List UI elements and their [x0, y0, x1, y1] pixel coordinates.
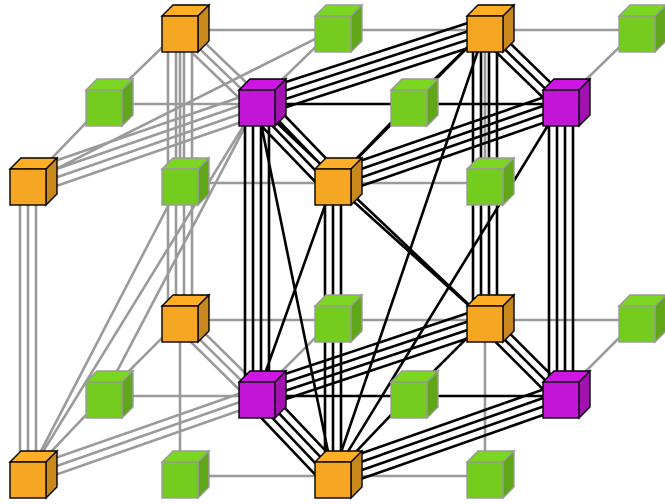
- orange-cube-node-front: [466, 305, 504, 343]
- gray-edge: [28, 106, 259, 189]
- green-cube-node-front: [466, 461, 504, 499]
- node-layer: [8, 3, 665, 500]
- orange-cube-node: [465, 3, 516, 54]
- black-edge: [257, 32, 487, 110]
- black-edge: [331, 390, 561, 474]
- green-cube-node-front: [314, 305, 352, 343]
- green-cube-node-front: [161, 168, 199, 206]
- green-cube-node: [84, 369, 135, 420]
- orange-cube-node: [313, 156, 364, 207]
- green-cube-node-front: [618, 15, 656, 53]
- orange-cube-node-front: [466, 15, 504, 53]
- gray-edge: [26, 182, 182, 477]
- orange-cube-node-front: [9, 461, 47, 499]
- purple-cube-node-front: [238, 89, 276, 127]
- orange-cube-node: [8, 449, 59, 500]
- orange-cube-node: [160, 3, 211, 54]
- green-cube-node: [84, 77, 135, 128]
- black-edge: [256, 103, 486, 321]
- green-cube-node: [465, 449, 516, 500]
- gray-edge: [30, 402, 261, 485]
- green-cube-node-front: [85, 381, 123, 419]
- black-edge: [255, 24, 485, 102]
- orange-cube-node-front: [314, 461, 352, 499]
- green-cube-node: [617, 294, 665, 344]
- green-cube-node: [313, 3, 364, 54]
- purple-cube-node: [237, 369, 288, 420]
- green-cube-node-front: [161, 461, 199, 499]
- gray-edge: [102, 103, 259, 397]
- orange-cube-node: [313, 449, 364, 500]
- green-cube-node: [160, 449, 211, 500]
- purple-cube-node-front: [542, 381, 580, 419]
- purple-cube-node: [541, 369, 592, 420]
- orange-cube-node-front: [161, 305, 199, 343]
- orange-cube-node-front: [314, 168, 352, 206]
- black-edge: [255, 314, 485, 394]
- black-edge: [336, 406, 566, 489]
- black-edge: [328, 383, 558, 466]
- black-edge: [252, 307, 482, 386]
- green-cube-node-front: [314, 15, 352, 53]
- black-edge: [331, 103, 563, 477]
- green-cube-node-front: [390, 89, 428, 127]
- black-edge: [255, 182, 335, 397]
- gray-edge: [23, 91, 254, 173]
- black-edge: [252, 17, 482, 94]
- black-edge: [333, 398, 563, 482]
- green-cube-node: [313, 293, 364, 344]
- green-cube-node-front: [390, 381, 428, 419]
- purple-cube-node: [237, 77, 288, 128]
- green-cube-node: [617, 4, 665, 54]
- green-cube-node: [465, 156, 516, 207]
- black-edge: [331, 98, 561, 181]
- gray-edge: [27, 394, 258, 478]
- green-cube-node: [160, 156, 211, 207]
- orange-cube-node: [160, 293, 211, 344]
- gray-edge: [31, 114, 262, 196]
- black-edge: [328, 91, 558, 173]
- purple-cube-node: [541, 77, 592, 128]
- purple-cube-node-front: [238, 381, 276, 419]
- orange-cube-node-front: [161, 15, 199, 53]
- gray-edge: [27, 28, 334, 185]
- green-cube-node-front: [618, 305, 656, 343]
- black-edge: [336, 114, 566, 196]
- green-cube-node: [389, 369, 440, 420]
- purple-cube-node-front: [542, 89, 580, 127]
- black-edge: [333, 106, 563, 189]
- gray-edge: [26, 103, 259, 477]
- orange-cube-node: [8, 156, 59, 207]
- green-cube-node: [389, 77, 440, 128]
- green-cube-node-front: [466, 168, 504, 206]
- orange-cube-node: [465, 293, 516, 344]
- orange-cube-node-front: [9, 168, 47, 206]
- black-edge: [331, 29, 487, 477]
- gray-edge: [26, 98, 257, 181]
- gray-edge: [24, 387, 255, 470]
- green-cube-node-front: [85, 89, 123, 127]
